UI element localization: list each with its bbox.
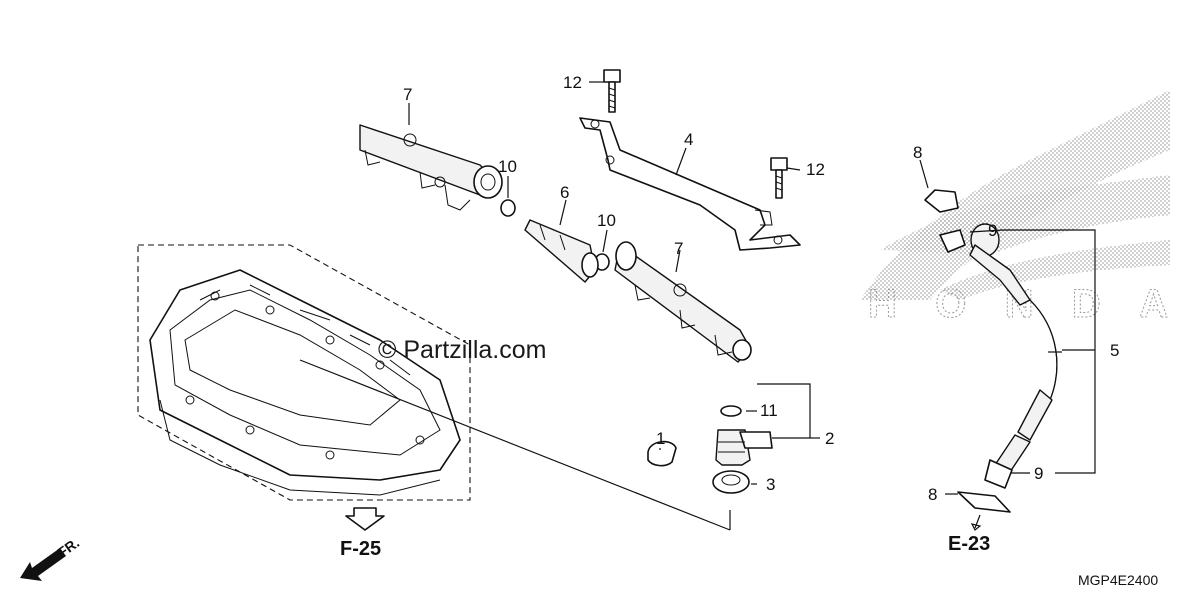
callout-9-upper: 9 (988, 221, 997, 240)
ref-e23: E-23 (948, 533, 990, 555)
callout-7-upper: 7 (403, 85, 412, 104)
partzilla-watermark: © Partzilla.com (378, 336, 546, 364)
joint-pipe (524, 219, 599, 283)
diagram-code: MGP4E2400 (1078, 572, 1158, 588)
head-cover-outline (149, 269, 461, 481)
front-direction-arrow (20, 548, 66, 581)
callout-8-upper: 8 (913, 143, 922, 162)
fuel-injector (715, 429, 773, 466)
fuel-rail-lower (614, 241, 752, 363)
callout-10-upper: 10 (498, 157, 517, 176)
callout-11: 11 (760, 401, 778, 420)
injector-clip (647, 440, 677, 467)
ref-f25: F-25 (340, 538, 381, 560)
callout-12-upper: 12 (563, 73, 582, 92)
rail-bracket (579, 117, 801, 251)
fuel-rail-upper (359, 124, 503, 211)
cylinder-head-assembly (137, 244, 731, 531)
o-ring-upper (500, 199, 516, 217)
leader-lines (408, 81, 1096, 531)
callout-5: 5 (1110, 341, 1119, 360)
callout-9-lower: 9 (1034, 464, 1043, 483)
f25-arrow (345, 507, 385, 531)
seal-ring (720, 405, 742, 417)
callout-1: 1 (656, 429, 665, 448)
injector-cushion (712, 470, 750, 494)
callout-8-lower: 8 (928, 485, 937, 504)
callout-12-right: 12 (806, 160, 825, 179)
callout-6: 6 (560, 183, 569, 202)
callout-7-lower: 7 (674, 239, 683, 258)
callout-10-lower: 10 (597, 211, 616, 230)
callout-2: 2 (825, 429, 834, 448)
assembly-dashed-box (137, 244, 471, 501)
injector-harness (924, 189, 1058, 513)
callout-4: 4 (684, 130, 693, 149)
bolt-right (770, 157, 788, 199)
bolt-upper (603, 69, 621, 113)
callout-3: 3 (766, 475, 775, 494)
